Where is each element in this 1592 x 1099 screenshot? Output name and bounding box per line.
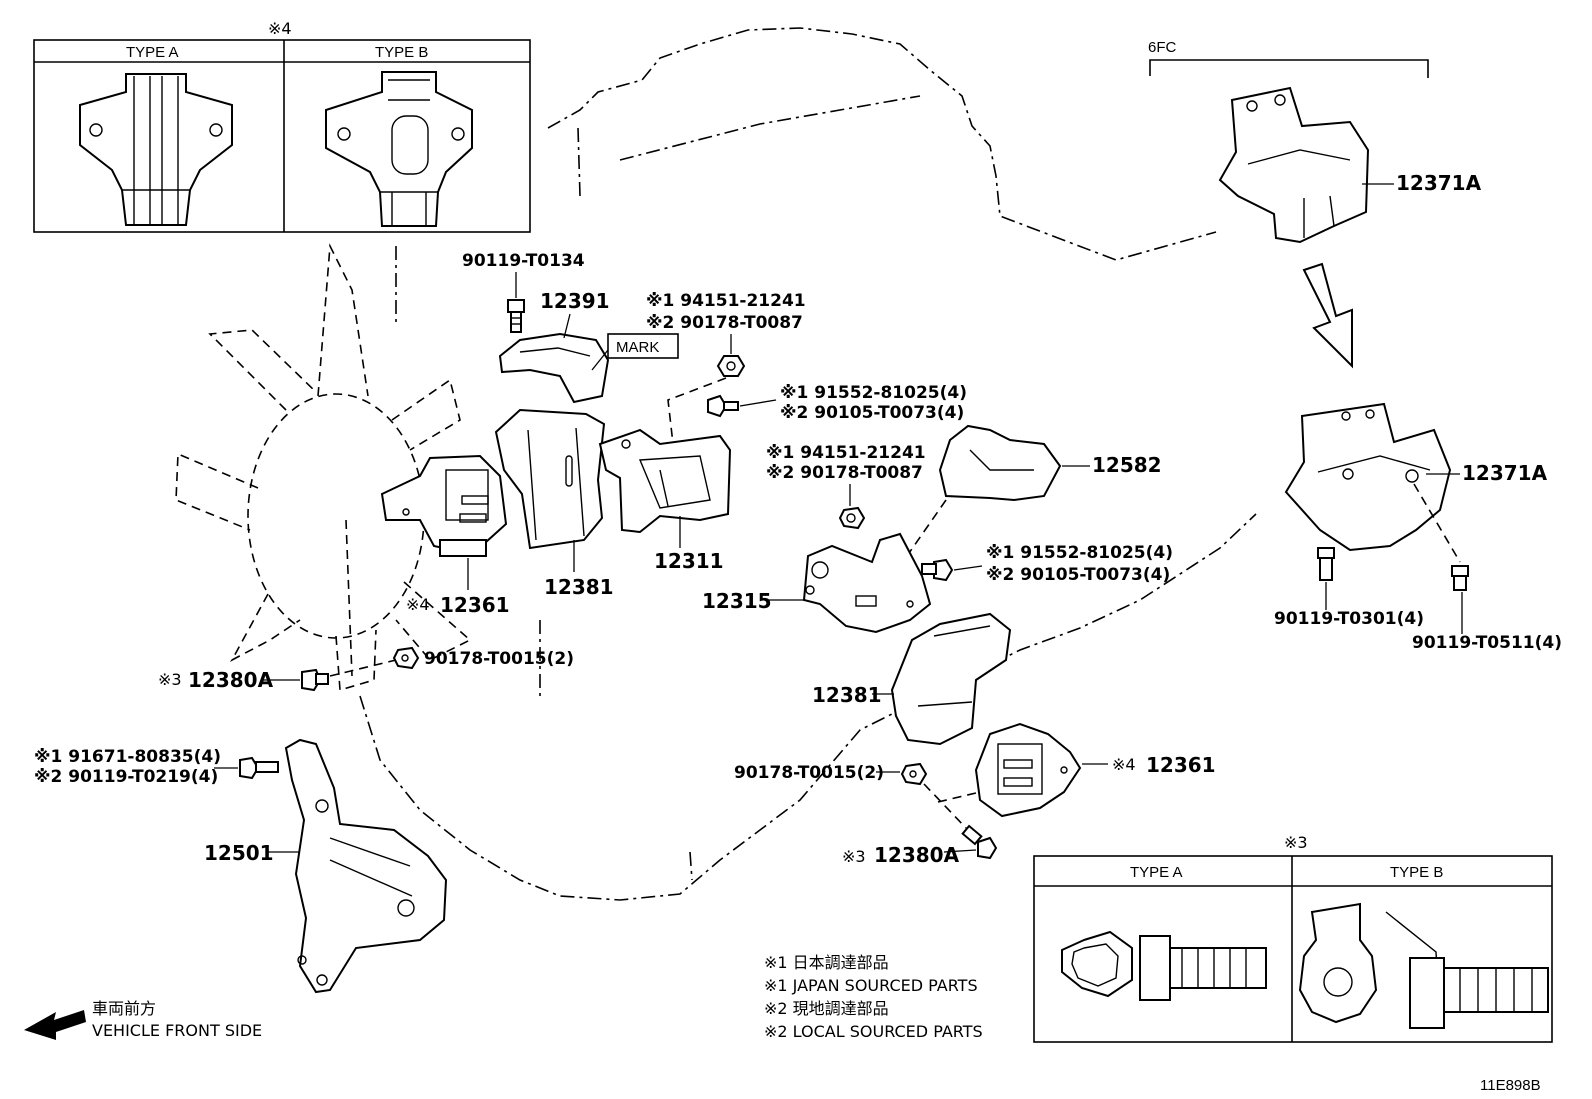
- bolt-12380A-right: [961, 824, 998, 860]
- part-12501-engine-bracket: [284, 738, 448, 994]
- part-12391-insulator-cover: [498, 332, 610, 404]
- label-12361-left-note: ※4: [406, 595, 430, 614]
- inset-bottom-type-a-drawing: [1061, 930, 1267, 1001]
- front-label-jp: 車両前方: [92, 999, 156, 1018]
- label-top-nut-2: ※2 90178-T0087: [646, 313, 803, 333]
- label-12381-left: 12381: [544, 575, 614, 599]
- label-bracket-bolt-2: ※2 90119-T0219(4): [34, 767, 218, 787]
- label-12381-right: 12381: [812, 683, 882, 707]
- nut-94151-21241-mid: [838, 506, 866, 530]
- nut-94151-21241-top: [716, 355, 746, 377]
- label-12391: 12391: [540, 289, 610, 313]
- part-12582-heat-insulator: [938, 424, 1062, 502]
- label-12380A-left: 12380A: [188, 668, 274, 692]
- bolt-91671-80835: [239, 756, 279, 780]
- label-mid-bolt-2: ※2 90105-T0073(4): [986, 565, 1170, 585]
- part-12371A-mount-bottom: [1284, 402, 1452, 552]
- nut-90178-T0015-right: [900, 762, 928, 786]
- inset-bottom-type-b-drawing: [1298, 902, 1549, 1029]
- label-12361-right-note: ※4: [1112, 755, 1136, 774]
- engine-outline-phantom: [359, 27, 1257, 901]
- label-12371A-top: 12371A: [1396, 171, 1482, 195]
- label-top-bolt-1: ※1 91552-81025(4): [780, 383, 967, 403]
- legend-line-4: ※2 LOCAL SOURCED PARTS: [764, 1022, 983, 1041]
- front-label-en: VEHICLE FRONT SIDE: [92, 1021, 262, 1040]
- inset-top-type-b-header: TYPE B: [375, 44, 428, 61]
- part-12315-bracket: [802, 532, 932, 634]
- part-12371A-mount-top: [1218, 86, 1370, 244]
- label-12311: 12311: [654, 549, 724, 573]
- label-90119-T0301: 90119-T0301(4): [1274, 609, 1424, 629]
- sourcing-legend: ※1 日本調達部品 ※1 JAPAN SOURCED PARTS ※2 現地調達…: [764, 953, 983, 1041]
- part-12361-mount-right: [974, 722, 1082, 818]
- vehicle-front-indicator: 車両前方 VEHICLE FRONT SIDE: [24, 999, 262, 1040]
- engine-variant-bracket-6FC: 6FC: [1148, 39, 1429, 78]
- legend-line-1: ※1 日本調達部品: [764, 953, 889, 972]
- inset-top-note: ※4: [268, 19, 292, 38]
- label-top-bolt-2: ※2 90105-T0073(4): [780, 403, 964, 423]
- part-12311-bracket: [598, 428, 732, 534]
- label-12380A-left-note: ※3: [158, 670, 182, 689]
- legend-line-3: ※2 現地調達部品: [764, 999, 889, 1018]
- inset-top-type-a-header: TYPE A: [126, 44, 179, 61]
- label-mid-nut-2: ※2 90178-T0087: [766, 463, 923, 483]
- label-12361-right: 12361: [1146, 753, 1216, 777]
- label-12315: 12315: [702, 589, 772, 613]
- label-12380A-right-note: ※3: [842, 847, 866, 866]
- inset-bottom-type-b-header: TYPE B: [1390, 864, 1443, 881]
- part-12381-insulator-right: [890, 612, 1012, 746]
- label-12380A-right: 12380A: [874, 843, 960, 867]
- arrow-down-icon: [1302, 262, 1353, 369]
- bolt-90119-T0511: [1451, 565, 1469, 591]
- part-12381-insulator-left: [494, 408, 606, 550]
- bolt-91552-81025-top: [707, 394, 739, 418]
- label-90119-T0134: 90119-T0134: [462, 251, 585, 271]
- label-mid-bolt-1: ※1 91552-81025(4): [986, 543, 1173, 563]
- label-12361-left: 12361: [440, 593, 510, 617]
- bolt-91552-81025-mid: [921, 558, 954, 582]
- inset-top-type-a-drawing: [79, 73, 233, 226]
- label-12501: 12501: [204, 841, 274, 865]
- label-90119-T0511: 90119-T0511(4): [1412, 633, 1562, 653]
- label-mid-nut-1: ※1 94151-21241: [766, 443, 926, 463]
- engine-variant-label: 6FC: [1148, 39, 1177, 56]
- nut-90178-T0015-left: [392, 646, 420, 670]
- inset-bottom-type-a-header: TYPE A: [1130, 864, 1183, 881]
- bolt-90119-T0301: [1317, 547, 1335, 581]
- legend-line-2: ※1 JAPAN SOURCED PARTS: [764, 976, 978, 995]
- inset-type-comparison-bottom: ※3 TYPE A TYPE B: [1033, 833, 1553, 1043]
- inset-top-type-b-drawing: [325, 71, 473, 227]
- bolt-90119-T0134: [507, 299, 525, 333]
- cooling-fan-outline: [175, 243, 472, 692]
- inset-type-comparison-top: ※4 TYPE A TYPE B: [33, 19, 531, 233]
- arrow-left-icon: [24, 1010, 86, 1040]
- label-bracket-bolt-1: ※1 91671-80835(4): [34, 747, 221, 767]
- mark-label: MARK: [616, 339, 659, 356]
- part-12361-mount-left: [380, 454, 508, 557]
- figure-id: 11E898B: [1480, 1077, 1541, 1094]
- inset-bottom-note: ※3: [1284, 833, 1308, 852]
- label-90178-T0015-left: 90178-T0015(2): [424, 649, 574, 669]
- mark-callout: MARK: [591, 333, 679, 371]
- bolt-12380A-left: [301, 668, 329, 692]
- label-top-nut-1: ※1 94151-21241: [646, 291, 806, 311]
- label-90178-T0015-right: 90178-T0015(2): [734, 763, 884, 783]
- label-12371A-bottom: 12371A: [1462, 461, 1548, 485]
- label-12582: 12582: [1092, 453, 1162, 477]
